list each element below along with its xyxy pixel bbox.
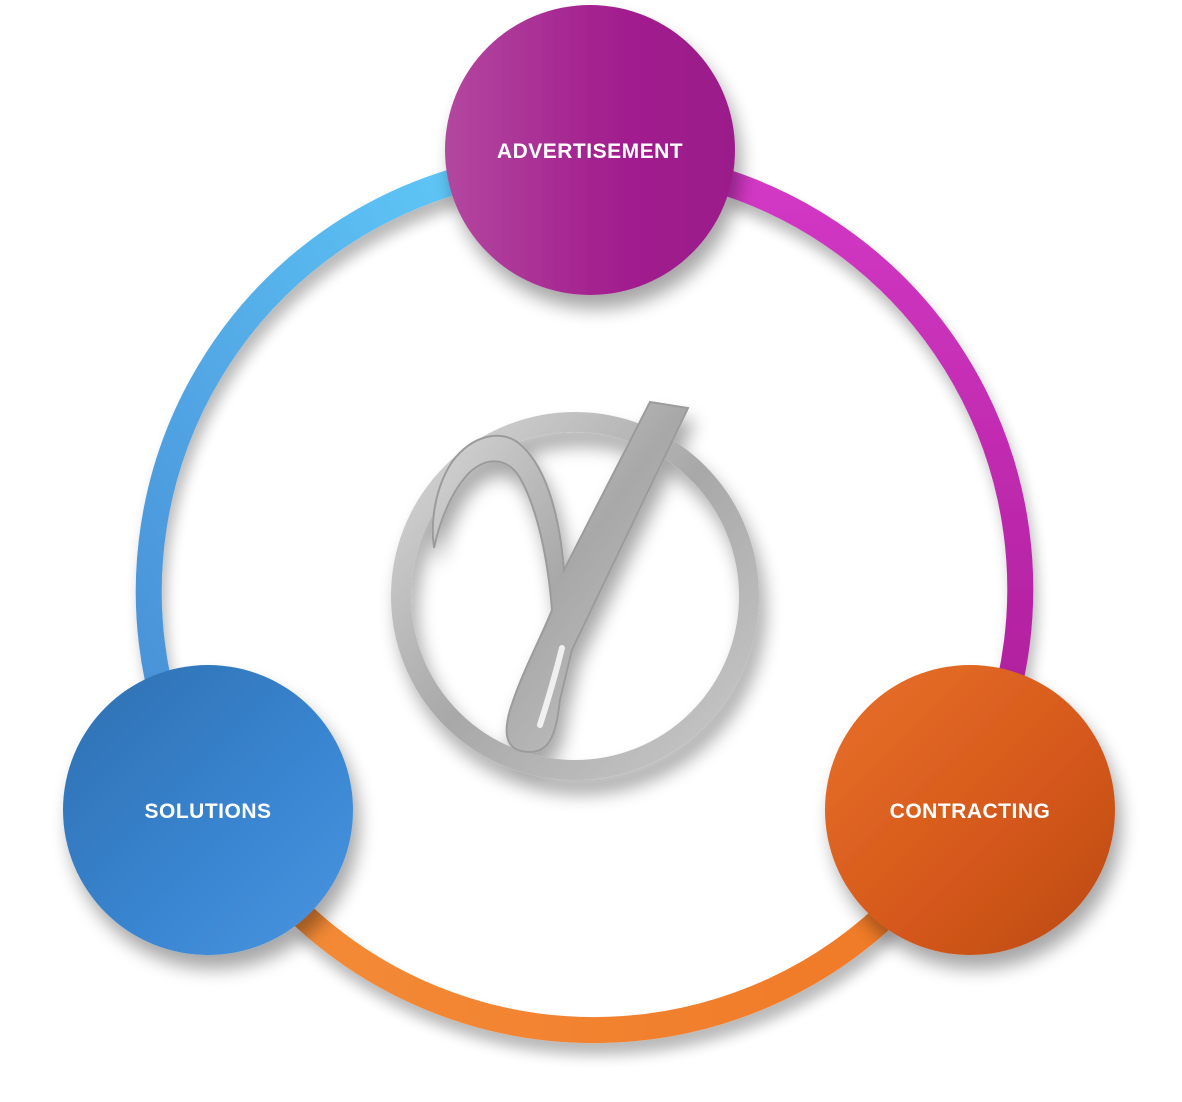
advertisement-node[interactable]: ADVERTISEMENT [445, 5, 735, 295]
advertisement-label: ADVERTISEMENT [497, 140, 683, 163]
solutions-node[interactable]: SOLUTIONS [63, 665, 353, 955]
arc-advertisement-to-contracting [723, 170, 1034, 685]
solutions-label: SOLUTIONS [144, 800, 271, 823]
arc-solutions-to-advertisement [135, 168, 460, 683]
contracting-label: CONTRACTING [890, 800, 1051, 823]
contracting-node[interactable]: CONTRACTING [825, 665, 1115, 955]
arc-contracting-to-solutions [293, 905, 895, 1044]
gamma-monogram-logo [391, 400, 759, 780]
